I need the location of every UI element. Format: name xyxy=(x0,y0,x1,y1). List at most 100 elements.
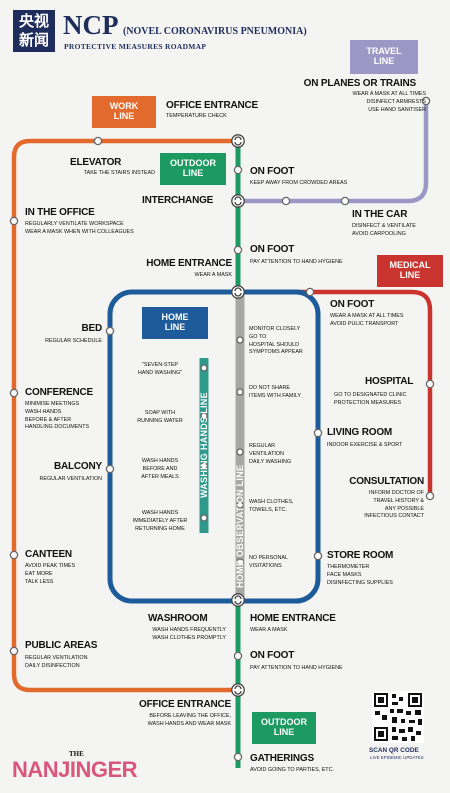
logo-line-1: 央视 xyxy=(18,13,49,30)
observation-note-ventilation: REGULAR VENTILATION DAILY WASHING xyxy=(249,443,291,466)
station-note: DAILY DISINFECTION xyxy=(25,662,80,669)
note-line: IMMEDIATELY AFTER xyxy=(132,517,188,524)
station-note: PROTECTION MEASURES xyxy=(334,399,402,406)
station-dot xyxy=(200,462,208,470)
travel-line xyxy=(238,97,429,204)
station-note: WEAR A MASK xyxy=(194,272,232,278)
station-dot xyxy=(313,428,323,438)
cctv-news-logo: 央视 新闻 xyxy=(13,10,55,52)
note-line: VENTILATION xyxy=(249,450,284,457)
station-note: TEMPERATURE CHECK xyxy=(166,113,227,119)
interchange-icon xyxy=(231,285,245,299)
station-name: LIVING ROOM xyxy=(327,427,393,438)
station-note: WEAR A MASK xyxy=(250,627,288,633)
station-name: CANTEEN xyxy=(25,549,72,560)
station-office-entrance-bottom: OFFICE ENTRANCE BEFORE LEAVING THE OFFIC… xyxy=(125,700,231,729)
home-line-label: HOME LINE xyxy=(142,307,208,339)
station-conference: CONFERENCE MINIMISE MEETINGS WASH HANDS … xyxy=(25,388,93,432)
washing-note-soap: SOAP WITH RUNNING WATER xyxy=(124,410,196,426)
note-line: RUNNING WATER xyxy=(137,417,183,424)
station-name: GATHERINGS xyxy=(250,753,314,764)
note-line: "SEVEN-STEP xyxy=(141,362,179,368)
station-dot xyxy=(9,646,19,656)
station-name: HOME ENTRANCE xyxy=(250,613,336,624)
station-name: CONFERENCE xyxy=(25,387,94,398)
station-store-room: STORE ROOM THERMOMETER FACE MASKS DISINF… xyxy=(327,551,393,587)
station-note: WASH HANDS FREQUENTLY xyxy=(152,627,226,633)
station-public-areas: PUBLIC AREAS REGULAR VENTILATION DAILY D… xyxy=(25,641,97,671)
station-name: ON FOOT xyxy=(250,650,295,661)
station-note: PAY ATTENTION TO HAND HYGIENE xyxy=(250,259,343,265)
qr-code-icon xyxy=(372,691,424,743)
station-note: AVOID GOING TO PARTIES, ETC. xyxy=(250,767,334,773)
note-line: WASH CLOTHES, xyxy=(249,499,294,505)
station-canteen: CANTEEN AVOID PEAK TIMES EAT MORE TALK L… xyxy=(25,550,75,586)
page-title: NCP (NOVEL CORONAVIRUS PNEUMONIA) xyxy=(63,12,307,39)
station-dot xyxy=(421,96,431,106)
station-note: FACE MASKS xyxy=(327,571,362,578)
station-dot xyxy=(233,752,243,762)
station-hospital-notes: GO TO DESIGNATED CLINIC PROTECTION MEASU… xyxy=(334,392,407,408)
title-full: (NOVEL CORONAVIRUS PNEUMONIA) xyxy=(122,26,307,37)
station-dot xyxy=(236,388,244,396)
station-on-foot-1: ON FOOT KEEP AWAY FROM CROWDED AREAS xyxy=(250,167,347,188)
station-dot xyxy=(200,514,208,522)
station-living-room: LIVING ROOM INDOOR EXERCISE & SPORT xyxy=(327,428,402,450)
station-note: GO TO DESIGNATED CLINIC xyxy=(334,392,407,398)
station-dot xyxy=(93,136,103,146)
station-note: REGULAR VENTILATION xyxy=(39,476,102,482)
home-observation-line-label: HOME OBSERVATION LINE xyxy=(235,464,245,588)
note-line: WASH HANDS xyxy=(141,458,179,464)
station-note: THERMOMETER xyxy=(327,564,370,570)
station-consultation: CONSULTATION INFORM DOCTOR OF TRAVEL HIS… xyxy=(332,477,424,521)
note-line: ITEMS WITH FAMILY xyxy=(249,392,302,399)
station-dot xyxy=(9,388,19,398)
station-dot xyxy=(105,326,115,336)
station-name: ON FOOT xyxy=(250,244,295,255)
work-line xyxy=(11,138,238,693)
title-ncp: NCP xyxy=(63,10,119,40)
station-note: BEFORE LEAVING THE OFFICE, xyxy=(149,713,231,719)
note-line: GO TO xyxy=(249,333,267,340)
observation-note-wash-clothes: WASH CLOTHES, TOWELS, ETC. xyxy=(249,499,293,515)
station-note: BEFORE & AFTER xyxy=(25,416,72,423)
station-name: ON PLANES OR TRAINS xyxy=(303,78,417,89)
station-dot xyxy=(281,196,291,206)
observation-note-visitations: NO PERSONAL VISITATIONS xyxy=(249,555,288,571)
station-washroom: WASHROOM WASH HANDS FREQUENTLY WASH CLOT… xyxy=(130,614,226,643)
logo-line-2: 新闻 xyxy=(18,32,49,49)
observation-note-share: DO NOT SHARE ITEMS WITH FAMILY xyxy=(249,385,301,401)
station-gatherings: GATHERINGS AVOID GOING TO PARTIES, ETC. xyxy=(250,754,334,775)
washing-note-seven-step: "SEVEN-STEP HAND WASHING" xyxy=(124,362,196,378)
note-line: NO PERSONAL xyxy=(249,555,288,561)
station-note: TALK LESS xyxy=(25,578,54,585)
note-line: SOAP WITH xyxy=(144,410,176,416)
station-hospital: HOSPITAL xyxy=(365,377,413,387)
station-note: WASH HANDS xyxy=(25,408,62,415)
station-note: DISINFECT ARMRESTS xyxy=(366,98,426,105)
observation-note-monitor: MONITOR CLOSELY GO TO HOSPITAL SHOULD SY… xyxy=(249,326,303,357)
station-note: INDOOR EXERCISE & SPORT xyxy=(327,442,403,448)
station-planes: ON PLANES OR TRAINS WEAR A MASK AT ALL T… xyxy=(283,78,426,114)
note-line: HAND WASHING" xyxy=(137,369,183,376)
station-dot xyxy=(236,448,244,456)
station-note: KEEP AWAY FROM CROWDED AREAS xyxy=(250,180,348,186)
note-line: VISITATIONS xyxy=(249,562,282,569)
note-line: HOSPITAL SHOULD xyxy=(249,341,300,348)
medical-line-label: MEDICAL LINE xyxy=(377,255,443,287)
station-note: REGULAR SCHEDULE xyxy=(45,338,102,344)
station-dot xyxy=(9,216,19,226)
nanjinger-logo: NANJINGER xyxy=(12,757,138,782)
station-note: AVOID PEAK TIMES xyxy=(25,563,76,569)
station-dot xyxy=(305,287,315,297)
station-dot xyxy=(425,491,435,501)
scan-qr-sublabel: LIVE EPIDEMIC UPDATES xyxy=(370,755,424,760)
page-subtitle: PROTECTIVE MEASURES ROADMAP xyxy=(64,42,207,51)
station-note: WEAR A MASK AT ALL TIMES xyxy=(352,91,427,97)
station-dot xyxy=(233,245,243,255)
station-elevator: ELEVATOR TAKE THE STAIRS INSTEAD xyxy=(67,158,155,178)
washing-note-meals: WASH HANDS BEFORE AND AFTER MEALS xyxy=(124,458,196,481)
station-note: USE HAND SANITISER xyxy=(368,106,426,113)
home-line xyxy=(107,289,321,604)
